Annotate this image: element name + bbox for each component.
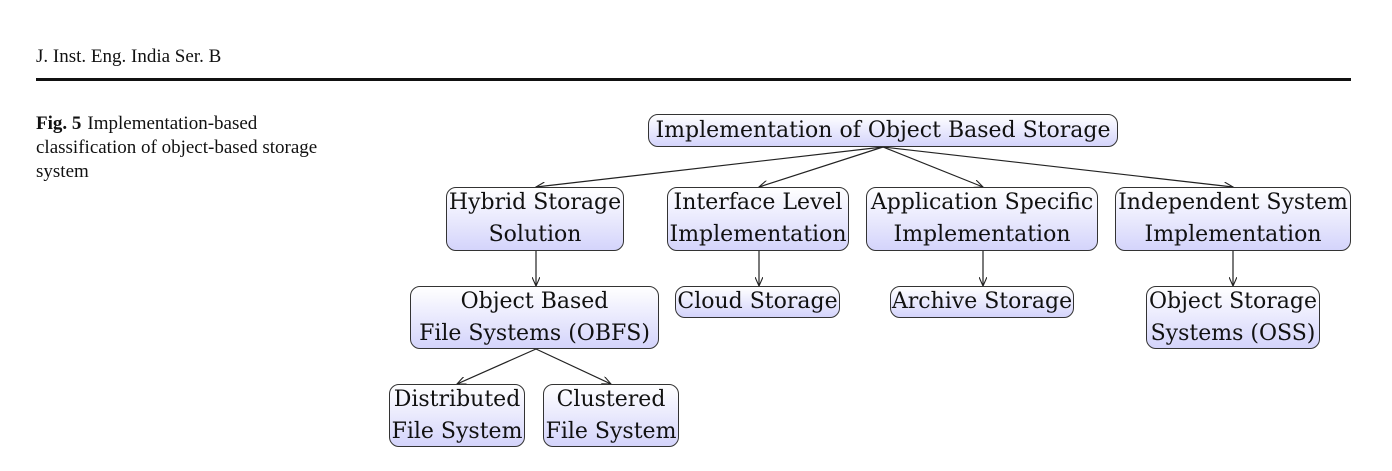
node-root-label: Implementation of Object Based Storage (655, 117, 1111, 143)
edge-root-independent (882, 146, 1233, 187)
header-rule (36, 78, 1351, 81)
node-clustered-line2: File System (545, 418, 677, 444)
node-distributed-line1: Distributed (393, 386, 521, 412)
node-cloud-storage: Cloud Storage (675, 286, 840, 318)
node-application-line2: Implementation (893, 222, 1071, 247)
node-distributed-fs: Distributed File System (389, 384, 525, 447)
node-independent-system: Independent System Implementation (1115, 187, 1351, 251)
node-application-specific: Application Specific Implementation (866, 187, 1098, 251)
node-cloud-label: Cloud Storage (677, 289, 838, 314)
node-obfs: Object Based File Systems (OBFS) (410, 286, 659, 349)
node-interface-level: Interface Level Implementation (667, 187, 849, 251)
figure-caption-text: Implementation-based classification of o… (36, 113, 318, 182)
node-oss-line2: Systems (OSS) (1150, 320, 1316, 346)
node-independent-line1: Independent System (1118, 190, 1348, 215)
node-hybrid-storage: Hybrid Storage Solution (446, 187, 624, 251)
node-clustered-fs: Clustered File System (543, 384, 679, 447)
node-distributed-line2: File System (391, 418, 523, 444)
figure-label: Fig. 5 (36, 113, 82, 134)
node-hybrid-line2: Solution (488, 222, 582, 247)
node-hybrid-line1: Hybrid Storage (448, 190, 622, 215)
node-application-line1: Application Specific (870, 190, 1094, 215)
node-oss-line1: Object Storage (1148, 288, 1317, 314)
edge-root-application (882, 146, 983, 187)
node-interface-line1: Interface Level (673, 190, 843, 215)
edge-obfs-clustered (535, 348, 611, 384)
edge-root-hybrid (536, 146, 884, 187)
journal-header: J. Inst. Eng. India Ser. B (36, 46, 222, 67)
node-oss: Object Storage Systems (OSS) (1146, 286, 1320, 349)
node-archive-label: Archive Storage (891, 289, 1073, 314)
node-obfs-line2: File Systems (OBFS) (419, 320, 650, 346)
node-interface-line2: Implementation (669, 222, 847, 247)
node-obfs-line1: Object Based (460, 288, 609, 314)
edge-root-interface (759, 146, 884, 187)
node-independent-line2: Implementation (1144, 222, 1322, 247)
node-root: Implementation of Object Based Storage (648, 114, 1118, 147)
node-archive-storage: Archive Storage (890, 286, 1074, 318)
edge-obfs-distributed (457, 348, 537, 384)
node-clustered-line1: Clustered (556, 386, 666, 412)
